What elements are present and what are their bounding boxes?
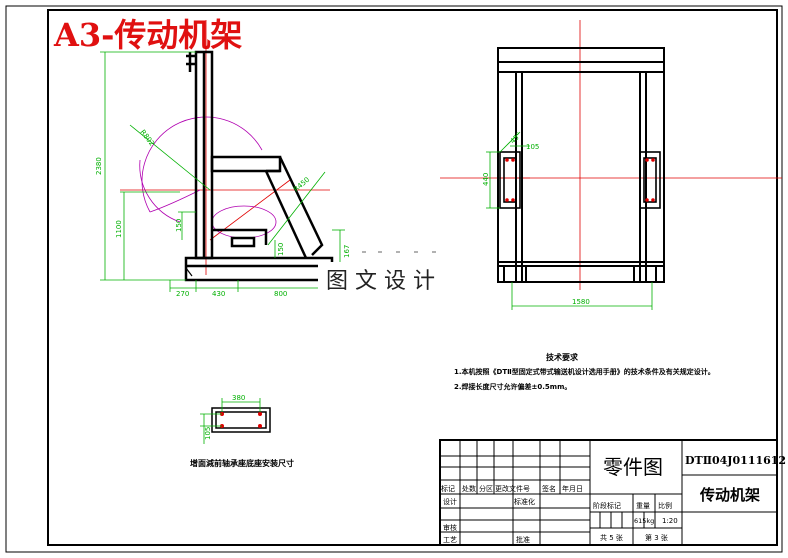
dim-width-left: 270: [176, 290, 189, 298]
side-view-dimensions: [100, 51, 345, 292]
watermark-text: 图 文 设 计: [326, 269, 435, 294]
detail-view: 380 105 增面減前轴承座底座安装尺寸: [190, 394, 294, 468]
technical-notes: 技术要求 1.本机按照《DTⅡ型固定式带式输送机设计选用手册》的技术条件及有关规…: [454, 352, 715, 391]
frame-outline: [184, 50, 334, 282]
part-kind: 零件图: [603, 455, 663, 479]
front-view-centerlines: [440, 20, 782, 290]
dim-total-height: 2380: [95, 157, 103, 175]
title-block: 零件图 DTⅡ04J0111612 传动机架 标记 处数 分区 更改文件号 签名…: [439, 439, 786, 546]
right-bearing-slot: [639, 151, 661, 209]
left-bearing-slot: [499, 151, 521, 209]
bolt-marks: [185, 267, 329, 277]
detail-caption: 增面減前轴承座底座安装尺寸: [190, 458, 294, 468]
stage-header-mark: 阶段标记: [593, 501, 621, 510]
scale-value: 1:20: [662, 517, 678, 525]
side-view-dimension-text: 2380 1100 R802 R450 270 430 800 150 167 …: [95, 128, 351, 298]
watermark-box: [318, 262, 464, 298]
part-name: 传动机架: [699, 486, 760, 504]
dim-step-height: 167: [343, 245, 351, 258]
dim-width-right: 800: [274, 290, 287, 298]
role-design: 设计: [443, 497, 457, 506]
pulley-radius-arcs: [139, 116, 277, 239]
rev-header-mark: 标记: [441, 484, 455, 493]
dim-detail-width: 380: [232, 394, 245, 402]
rev-header-docno: 更改文件号: [495, 484, 530, 493]
drawing-number: DTⅡ04J0111612: [685, 454, 786, 467]
dim-total-width: 1580: [572, 298, 590, 306]
role-process: 工艺: [443, 536, 457, 544]
rev-header-date: 年月日: [562, 484, 583, 493]
front-view: 440 105 45° 1580: [440, 20, 782, 310]
rev-header-count: 处数: [462, 484, 476, 493]
rev-header-zone: 分区: [479, 484, 493, 493]
notes-item-2: 2.焊接长度尺寸允许偏差±0.5mm。: [454, 382, 571, 391]
notes-item-1: 1.本机按照《DTⅡ型固定式带式输送机设计选用手册》的技术条件及有关规定设计。: [454, 367, 715, 376]
dim-small-height: 150: [175, 219, 183, 232]
notes-heading: 技术要求: [546, 352, 579, 362]
front-frame-outline: [497, 47, 665, 283]
rev-header-sign: 签名: [542, 484, 556, 493]
role-approve: 批准: [516, 535, 530, 544]
side-view: 2380 1100 R802 R450 270 430 800 150 167 …: [95, 20, 351, 298]
title-block-grid: [440, 440, 777, 545]
title-block-frame: [439, 439, 778, 546]
dim-radius-small: R450: [292, 176, 311, 194]
slot-bolt-holes: [505, 158, 655, 202]
detail-dimensions: [200, 398, 261, 444]
sheet-number: 第 3 张: [645, 533, 668, 542]
dim-slot-height: 440: [482, 173, 490, 186]
dim-lower-height: 1100: [115, 220, 123, 238]
role-review: 审核: [443, 523, 457, 532]
inner-frame: [47, 9, 778, 546]
dim-radius-large: R802: [138, 128, 156, 147]
stage-header-weight: 重量: [636, 502, 650, 510]
outer-border: [5, 5, 783, 553]
dim-slot-width: 105: [526, 143, 539, 151]
dim-width-mid: 430: [212, 290, 225, 298]
dim-side-small: 150: [277, 243, 285, 256]
weight-value: 615kg: [634, 517, 654, 525]
title-block-text: 零件图 DTⅡ04J0111612 传动机架 标记 处数 分区 更改文件号 签名…: [441, 454, 786, 544]
role-standard: 标准化: [514, 497, 535, 506]
sheet-count: 共 5 张: [600, 533, 623, 542]
detail-outline: [211, 407, 271, 433]
dim-detail-height: 105: [204, 427, 212, 440]
sheet-title: A3-传动机架: [53, 16, 242, 54]
front-view-dimensions: [486, 131, 653, 310]
detail-bolt-holes: [220, 412, 262, 428]
stage-header-scale: 比例: [658, 501, 672, 510]
